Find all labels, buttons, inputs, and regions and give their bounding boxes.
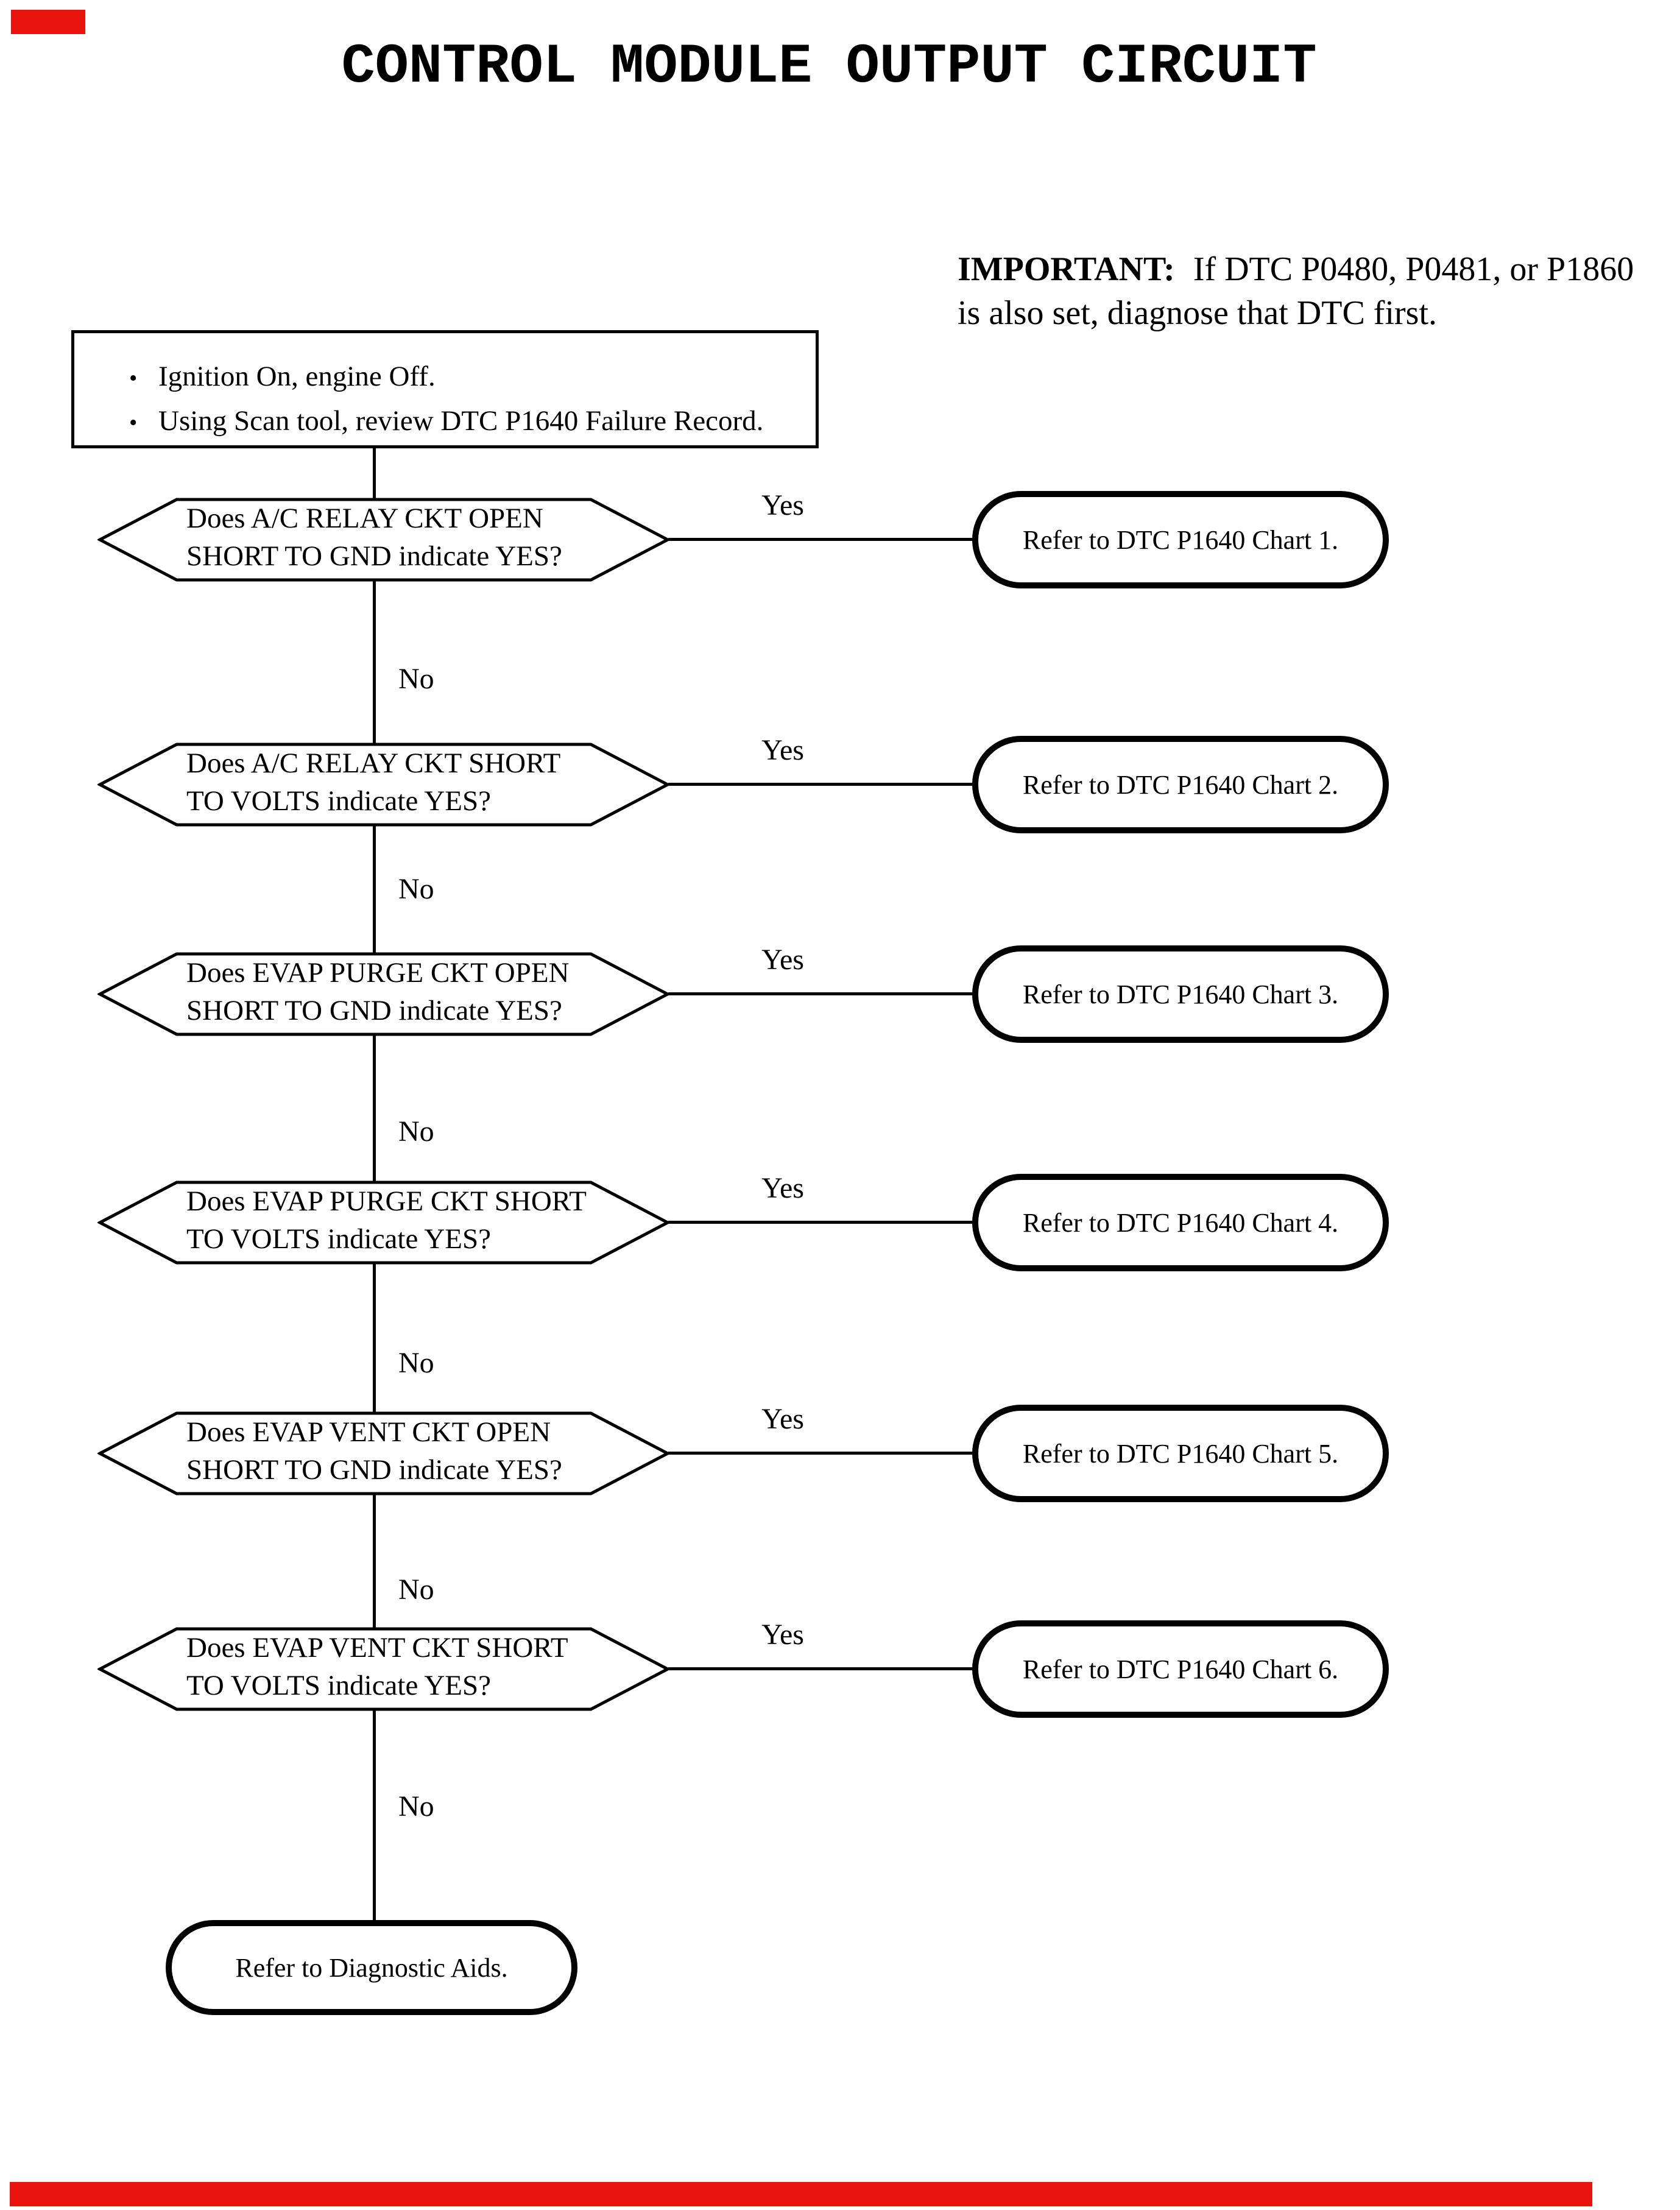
no-label: No bbox=[395, 1346, 438, 1380]
no-label: No bbox=[395, 1115, 438, 1149]
result-text: Refer to DTC P1640 Chart 5. bbox=[1022, 1438, 1339, 1469]
start-bullet-row: • Using Scan tool, review DTC P1640 Fail… bbox=[74, 400, 816, 444]
result-oval: Refer to DTC P1640 Chart 6. bbox=[972, 1620, 1389, 1718]
yes-label: Yes bbox=[761, 1403, 804, 1435]
yes-connector-line bbox=[668, 1221, 976, 1224]
result-text: Refer to DTC P1640 Chart 2. bbox=[1022, 769, 1339, 800]
decision-question-line2: SHORT TO GND indicate YES? bbox=[186, 995, 562, 1026]
yes-label: Yes bbox=[761, 489, 804, 521]
redaction-mark-top-left bbox=[11, 10, 85, 34]
decision-question-line1: Does EVAP VENT CKT SHORT bbox=[186, 1632, 568, 1664]
decision-question-line1: Does EVAP VENT CKT OPEN bbox=[186, 1416, 551, 1448]
decision-hexagon bbox=[97, 1627, 670, 1711]
decision-question: Does EVAP PURGE CKT SHORT TO VOLTS indic… bbox=[97, 1182, 670, 1258]
result-oval: Refer to DTC P1640 Chart 5. bbox=[972, 1405, 1389, 1502]
no-label: No bbox=[395, 872, 438, 906]
start-box: • Ignition On, engine Off. • Using Scan … bbox=[71, 330, 819, 448]
page-title: CONTROL MODULE OUTPUT CIRCUIT bbox=[341, 35, 1317, 99]
decision-question-line1: Does A/C RELAY CKT SHORT bbox=[186, 747, 561, 779]
start-bullet-text: Using Scan tool, review DTC P1640 Failur… bbox=[158, 405, 764, 437]
decision-question-line1: Does EVAP PURGE CKT SHORT bbox=[186, 1185, 587, 1217]
hexagon-shape bbox=[97, 1627, 670, 1711]
decision-hexagon bbox=[97, 498, 670, 582]
important-text-2: is also set, diagnose that DTC first. bbox=[958, 294, 1438, 332]
decision-hexagon bbox=[97, 1181, 670, 1265]
important-text-1: If DTC P0480, P0481, or P1860 bbox=[1193, 250, 1634, 288]
no-label: No bbox=[395, 1573, 438, 1607]
decision-question-line1: Does A/C RELAY CKT OPEN bbox=[186, 503, 543, 534]
result-oval: Refer to DTC P1640 Chart 4. bbox=[972, 1174, 1389, 1271]
decision-question: Does EVAP VENT CKT SHORT TO VOLTS indica… bbox=[97, 1629, 670, 1704]
decision-question-line2: TO VOLTS indicate YES? bbox=[186, 785, 491, 817]
decision-question-line1: Does EVAP PURGE CKT OPEN bbox=[186, 957, 570, 989]
decision-hexagon bbox=[97, 952, 670, 1036]
result-oval: Refer to DTC P1640 Chart 2. bbox=[972, 736, 1389, 833]
hexagon-shape bbox=[97, 1181, 670, 1265]
start-bullet-text: Ignition On, engine Off. bbox=[158, 361, 436, 392]
decision-question-line2: TO VOLTS indicate YES? bbox=[186, 1670, 491, 1701]
terminal-text: Refer to Diagnostic Aids. bbox=[235, 1952, 508, 1983]
bullet-icon: • bbox=[129, 410, 138, 436]
result-text: Refer to DTC P1640 Chart 6. bbox=[1022, 1654, 1339, 1684]
result-oval: Refer to DTC P1640 Chart 3. bbox=[972, 945, 1389, 1043]
bullet-icon: • bbox=[129, 365, 138, 391]
yes-connector-line bbox=[668, 783, 976, 786]
hexagon-shape bbox=[97, 498, 670, 582]
yes-connector-line bbox=[668, 538, 976, 541]
no-label: No bbox=[395, 1790, 438, 1824]
hexagon-shape bbox=[97, 1411, 670, 1495]
yes-label: Yes bbox=[761, 1619, 804, 1651]
decision-question: Does EVAP PURGE CKT OPEN SHORT TO GND in… bbox=[97, 954, 670, 1029]
yes-label: Yes bbox=[761, 944, 804, 976]
start-bullet-row: • Ignition On, engine Off. bbox=[74, 355, 816, 400]
yes-connector-line bbox=[668, 1667, 976, 1670]
decision-question: Does A/C RELAY CKT OPEN SHORT TO GND ind… bbox=[97, 500, 670, 575]
yes-label: Yes bbox=[761, 1172, 804, 1204]
important-note-line1: IMPORTANT: If DTC P0480, P0481, or P1860 bbox=[958, 247, 1670, 291]
decision-question-line2: SHORT TO GND indicate YES? bbox=[186, 1454, 562, 1486]
result-text: Refer to DTC P1640 Chart 3. bbox=[1022, 979, 1339, 1009]
result-text: Refer to DTC P1640 Chart 4. bbox=[1022, 1207, 1339, 1238]
decision-question: Does EVAP VENT CKT OPEN SHORT TO GND ind… bbox=[97, 1413, 670, 1489]
important-label: IMPORTANT: bbox=[958, 250, 1175, 288]
result-oval: Refer to DTC P1640 Chart 1. bbox=[972, 491, 1389, 588]
terminal-oval: Refer to Diagnostic Aids. bbox=[166, 1920, 577, 2015]
decision-hexagon bbox=[97, 743, 670, 827]
decision-question-line2: SHORT TO GND indicate YES? bbox=[186, 540, 562, 572]
hexagon-shape bbox=[97, 952, 670, 1036]
decision-question-line2: TO VOLTS indicate YES? bbox=[186, 1223, 491, 1255]
yes-connector-line bbox=[668, 1452, 976, 1455]
decision-question: Does A/C RELAY CKT SHORT TO VOLTS indica… bbox=[97, 744, 670, 820]
decision-hexagon bbox=[97, 1411, 670, 1495]
redaction-mark-bottom bbox=[10, 2182, 1592, 2206]
yes-label: Yes bbox=[761, 734, 804, 766]
yes-connector-line bbox=[668, 992, 976, 995]
no-label: No bbox=[395, 662, 438, 696]
important-note: IMPORTANT:If DTC P0480, P0481, or P1860 … bbox=[958, 247, 1670, 335]
hexagon-shape bbox=[97, 743, 670, 827]
result-text: Refer to DTC P1640 Chart 1. bbox=[1022, 524, 1339, 555]
